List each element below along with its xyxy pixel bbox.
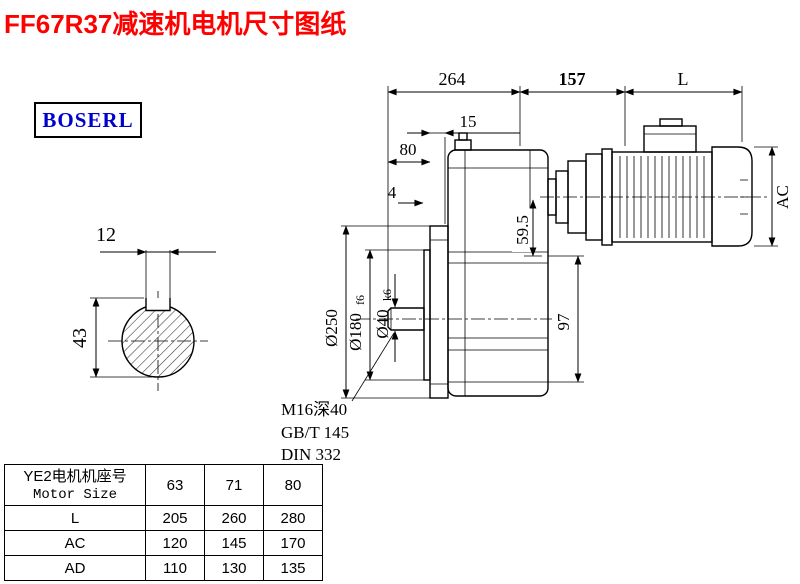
- dim-L-label: L: [678, 69, 689, 89]
- dimension-AC: AC: [754, 146, 792, 247]
- row-label: L: [4, 505, 146, 531]
- shaft-cross-section: 12 43: [69, 224, 216, 391]
- dimension-4: 4: [388, 183, 424, 207]
- row-label: AD: [4, 555, 146, 581]
- table-row-AC: AC 120 145 170: [4, 530, 323, 556]
- fan-cowl-slots: [740, 179, 748, 215]
- table-col-71: 71: [204, 464, 264, 506]
- brand-logo: BOSERL: [34, 102, 142, 138]
- dimension-15: 15: [407, 112, 520, 224]
- motor-size-table: YE2电机机座号 Motor Size 63 71 80 L 205 260 2…: [4, 464, 323, 581]
- table-header-cn: YE2电机机座号: [23, 467, 127, 485]
- fan-cowl: [711, 146, 753, 247]
- dim-264-label: 264: [439, 69, 466, 89]
- note-standard-din: DIN 332: [281, 445, 341, 464]
- dim-40-tolerance: k6: [380, 289, 394, 301]
- gearbox-side-view: [356, 118, 770, 399]
- table-cell: 130: [204, 555, 264, 581]
- table-cell: 260: [204, 505, 264, 531]
- dimension-80: 80: [387, 140, 431, 166]
- table-row-L: L 205 260 280: [4, 505, 323, 531]
- dim-180-label: Ø180: [346, 313, 365, 351]
- table-cell: 120: [145, 530, 205, 556]
- table-cell: 170: [263, 530, 323, 556]
- dim-157-label: 157: [559, 69, 586, 89]
- top-extension-lines: [387, 86, 743, 300]
- dim-12-label: 12: [96, 224, 116, 246]
- keyway-mask: [146, 298, 170, 311]
- flange-bolt-lines: [430, 239, 448, 385]
- table-col-63: 63: [145, 464, 205, 506]
- vent-plug-base: [454, 139, 472, 151]
- dim-4-label: 4: [388, 183, 397, 202]
- terminal-box-gland: [659, 118, 683, 127]
- vent-plug: [458, 132, 468, 141]
- note-leader-line: [351, 332, 395, 402]
- dim-250-label: Ø250: [322, 309, 341, 347]
- table-row-AD: AD 110 130 135: [4, 555, 323, 581]
- table-cell: 110: [145, 555, 205, 581]
- row-label: AC: [4, 530, 146, 556]
- mounting-flange: [429, 225, 449, 399]
- table-cell: 280: [263, 505, 323, 531]
- dim-97-label: 97: [554, 313, 573, 331]
- motor: [611, 118, 753, 247]
- note-thread: M16深40: [281, 400, 347, 419]
- dimension-59-5: 59.5: [512, 199, 542, 257]
- table-cell: 135: [263, 555, 323, 581]
- dim-AC-label: AC: [773, 185, 792, 209]
- housing-internal-lines: [448, 150, 548, 396]
- table-cell: 145: [204, 530, 264, 556]
- note-standard-gb: GB/T 145: [281, 423, 349, 442]
- dimensions: 264 157 L 15 80 4: [322, 69, 792, 399]
- thread-notes: M16深40 GB/T 145 DIN 332: [281, 332, 395, 464]
- gear-housing: [447, 149, 549, 397]
- dimension-d40: Ø40 k6: [373, 274, 399, 362]
- dimension-d250: Ø250: [322, 225, 430, 399]
- table-col-80: 80: [263, 464, 323, 506]
- flange-spigot: [423, 249, 431, 381]
- page-title: FF67R37减速机电机尺寸图纸: [4, 9, 347, 39]
- motor-fins: [619, 156, 705, 238]
- dimension-keyway-width: 12: [96, 224, 216, 298]
- dim-180-tolerance: f6: [353, 295, 367, 305]
- dim-80-label: 80: [400, 140, 417, 159]
- dim-43-label: 43: [69, 328, 91, 348]
- dimension-d180: Ø180 f6: [346, 249, 424, 381]
- dimension-shaft-height: 43: [69, 297, 152, 378]
- table-header-row: YE2电机机座号 Motor Size 63 71 80: [4, 464, 323, 506]
- table-cell: 205: [145, 505, 205, 531]
- keyway-slot: [145, 298, 171, 312]
- dim-15-label: 15: [460, 112, 477, 131]
- table-header-cell: YE2电机机座号 Motor Size: [4, 464, 146, 506]
- table-header-en: Motor Size: [32, 486, 117, 503]
- dimension-97: 97: [548, 255, 584, 383]
- dim-59-5-label: 59.5: [513, 215, 532, 245]
- dim-40-label: Ø40: [373, 309, 392, 338]
- shaft-section-circle: [121, 304, 195, 378]
- terminal-box: [643, 125, 697, 153]
